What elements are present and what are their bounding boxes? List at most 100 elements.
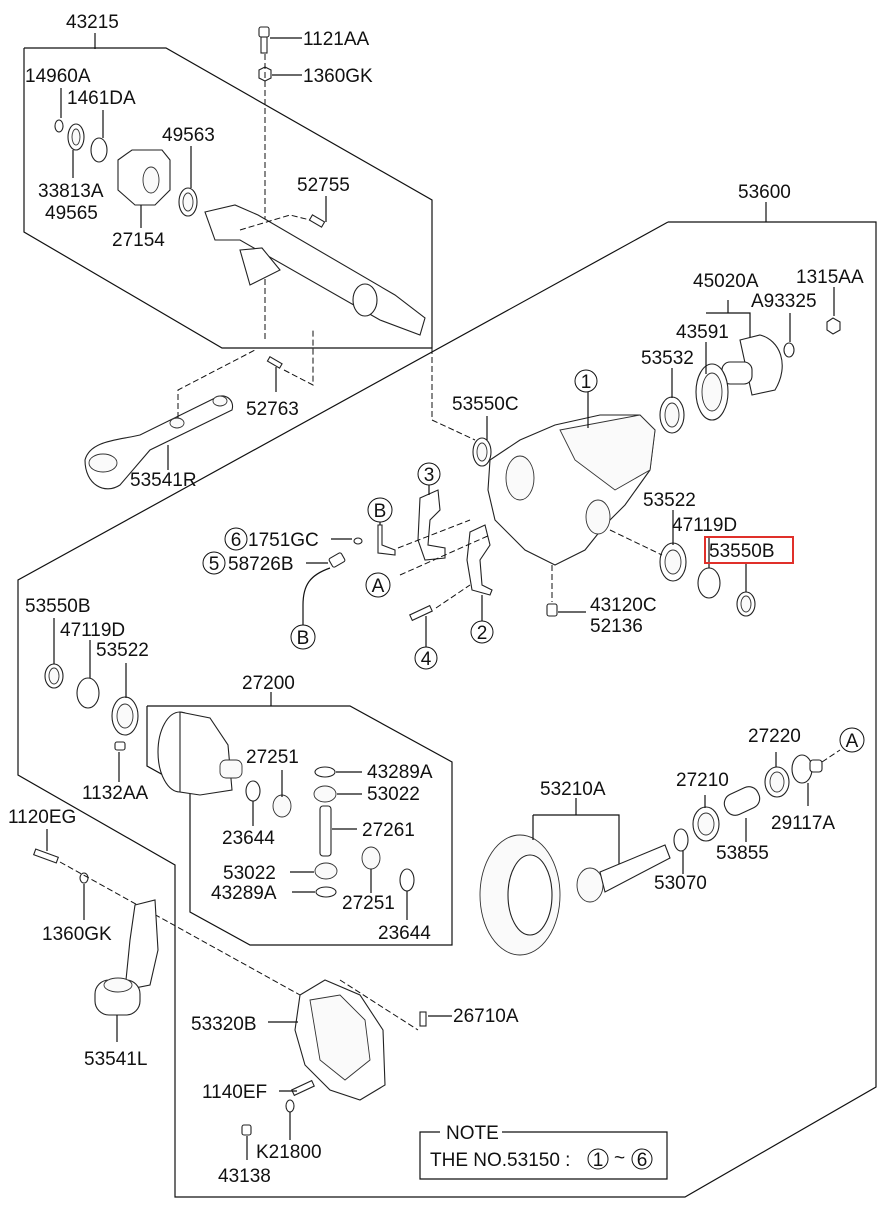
pin-27261[interactable] xyxy=(319,805,357,857)
bearing-53522-left[interactable] xyxy=(111,663,139,736)
seal-53550B-left[interactable] xyxy=(44,618,64,689)
part-label-43138[interactable]: 43138 xyxy=(218,1166,271,1187)
washer-43289A-a[interactable] xyxy=(314,766,362,778)
bearing-49563[interactable] xyxy=(178,146,198,217)
shim-29117A[interactable] xyxy=(791,749,841,806)
part-label-53541R[interactable]: 53541R xyxy=(130,470,197,491)
part-label-43120C[interactable]: 43120C xyxy=(590,595,657,616)
bolt-1140EF[interactable] xyxy=(279,1079,315,1097)
reference-B-bottom[interactable]: B xyxy=(290,624,316,650)
part-label-52136[interactable]: 52136 xyxy=(590,616,643,637)
part-label-33813A[interactable]: 33813A xyxy=(38,181,104,202)
bearing-cap-3[interactable] xyxy=(417,482,446,561)
part-label-58726B[interactable]: 58726B xyxy=(228,554,294,575)
seal-33813A[interactable] xyxy=(67,123,85,178)
o-ring-14960A[interactable] xyxy=(54,88,64,133)
bearing-53522-right[interactable] xyxy=(609,510,687,582)
part-label-52755[interactable]: 52755 xyxy=(297,175,350,196)
part-label-53855[interactable]: 53855 xyxy=(716,843,769,864)
part-label-K21800[interactable]: K21800 xyxy=(256,1142,322,1163)
mount-53541L[interactable] xyxy=(94,899,159,1042)
part-label-23644-a[interactable]: 23644 xyxy=(222,828,275,849)
part-label-1315AA[interactable]: 1315AA xyxy=(796,267,864,288)
bolt-1121AA[interactable] xyxy=(258,26,302,54)
seal-53550B-right[interactable] xyxy=(736,562,756,617)
carrier-housing[interactable] xyxy=(487,392,656,566)
callout-6[interactable]: 6 xyxy=(224,527,248,551)
plug-26710A[interactable] xyxy=(339,979,452,1031)
group-label-43215[interactable]: 43215 xyxy=(66,12,119,33)
part-label-43289A-b[interactable]: 43289A xyxy=(211,883,277,904)
part-label-53022-b[interactable]: 53022 xyxy=(223,863,276,884)
ring-1461DA[interactable] xyxy=(90,110,108,163)
callout-5[interactable]: 5 xyxy=(202,551,226,575)
part-label-1132AA[interactable]: 1132AA xyxy=(82,783,149,804)
deflector-43591[interactable] xyxy=(695,342,729,421)
housing-27154[interactable] xyxy=(117,149,171,228)
group-label-53210A[interactable]: 53210A xyxy=(540,779,606,800)
gear-53022-a[interactable] xyxy=(313,785,362,803)
gear-27251-a[interactable] xyxy=(272,770,292,818)
part-label-29117A[interactable]: 29117A xyxy=(771,813,835,834)
part-label-1461DA[interactable]: 1461DA xyxy=(67,88,136,109)
ring-47119D-left[interactable] xyxy=(76,640,100,709)
washer-1360GK-bottom[interactable] xyxy=(59,861,301,996)
bearing-27220[interactable] xyxy=(764,752,790,798)
part-label-27220[interactable]: 27220 xyxy=(748,726,801,747)
part-label-23644-b[interactable]: 23644 xyxy=(378,923,431,944)
ring-gear-53210A[interactable] xyxy=(479,798,620,956)
reference-A-right[interactable]: A xyxy=(839,727,865,753)
seal-53532[interactable] xyxy=(659,368,685,434)
nut-1315AA[interactable] xyxy=(826,287,841,335)
part-label-53320B[interactable]: 53320B xyxy=(191,1014,257,1035)
bearing-27210[interactable] xyxy=(692,795,720,842)
part-label-47119D-left[interactable]: 47119D xyxy=(60,620,125,641)
spacer-53070[interactable] xyxy=(673,828,689,874)
part-label-A93325[interactable]: A93325 xyxy=(751,291,817,312)
part-label-53070[interactable]: 53070 xyxy=(654,873,707,894)
part-label-1140EF[interactable]: 1140EF xyxy=(202,1082,267,1103)
washer-K21800[interactable] xyxy=(285,1099,295,1140)
bolt-4[interactable] xyxy=(409,584,471,648)
reference-A-mid[interactable]: A xyxy=(365,572,391,598)
group-label-45020A[interactable]: 45020A xyxy=(693,271,759,292)
part-label-53550B-left[interactable]: 53550B xyxy=(25,596,91,617)
part-label-27261[interactable]: 27261 xyxy=(362,820,415,841)
washer-43289A-b[interactable] xyxy=(292,886,337,898)
bolt-1132AA[interactable] xyxy=(114,741,126,782)
part-label-1120EG[interactable]: 1120EG xyxy=(8,807,76,828)
part-label-1751GC[interactable]: 1751GC xyxy=(248,530,319,551)
bolt-1120EG[interactable] xyxy=(32,829,60,864)
part-label-53022-a[interactable]: 53022 xyxy=(367,784,420,805)
washer-23644-a[interactable] xyxy=(245,780,261,826)
breather-1751GC[interactable] xyxy=(331,537,363,545)
bolt-43138[interactable] xyxy=(241,1124,252,1160)
sensor-58726B[interactable] xyxy=(302,552,346,625)
part-label-53550C[interactable]: 53550C xyxy=(452,394,519,415)
washer-23644-b[interactable] xyxy=(399,868,415,920)
part-label-53532[interactable]: 53532 xyxy=(641,348,694,369)
part-label-26710A[interactable]: 26710A xyxy=(453,1006,519,1027)
part-label-49565[interactable]: 49565 xyxy=(45,203,98,224)
part-label-47119D-right[interactable]: 47119D xyxy=(672,515,737,536)
washer-A93325[interactable] xyxy=(783,313,795,358)
callout-3[interactable]: 3 xyxy=(417,462,441,486)
part-label-49563[interactable]: 49563 xyxy=(162,125,215,146)
part-label-1121AA[interactable]: 1121AA xyxy=(303,29,370,50)
pinion-shaft[interactable] xyxy=(576,844,671,903)
collapsible-spacer-53855[interactable] xyxy=(721,783,763,842)
part-label-53550B-right-highlighted[interactable]: 53550B xyxy=(709,541,775,562)
part-label-43289A-a[interactable]: 43289A xyxy=(367,762,433,783)
part-label-27251-b[interactable]: 27251 xyxy=(342,893,395,914)
part-label-53541L[interactable]: 53541L xyxy=(84,1049,147,1070)
part-label-27251-a[interactable]: 27251 xyxy=(246,747,299,768)
flange-45020A[interactable] xyxy=(706,300,783,396)
gear-53022-b[interactable] xyxy=(290,862,338,880)
group-label-27200[interactable]: 27200 xyxy=(242,673,295,694)
part-label-43591[interactable]: 43591 xyxy=(676,322,729,343)
bolt-52763[interactable] xyxy=(266,330,314,392)
plug-43120C[interactable] xyxy=(546,565,586,617)
group-label-53600[interactable]: 53600 xyxy=(738,182,791,203)
bearing-cap-2[interactable] xyxy=(466,524,493,622)
callout-1[interactable]: 1 xyxy=(574,369,598,393)
